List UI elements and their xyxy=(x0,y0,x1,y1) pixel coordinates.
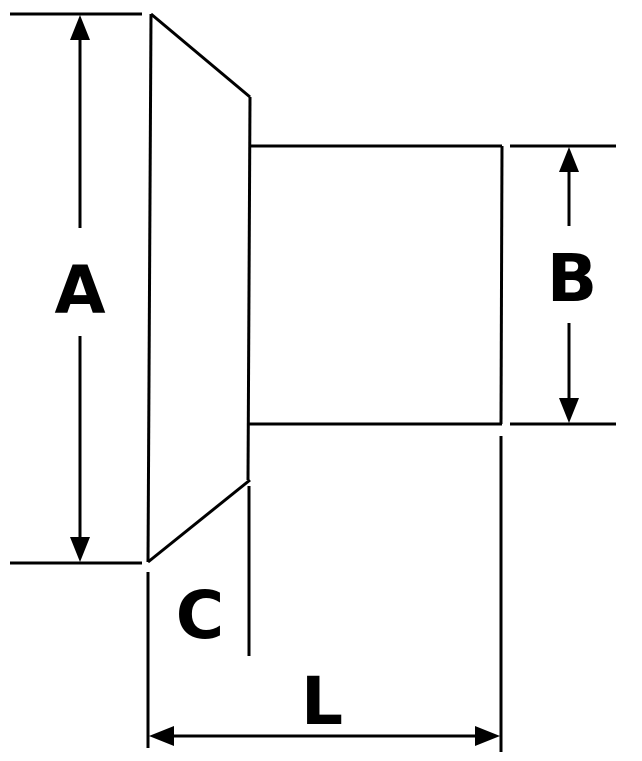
dimension-b-label: B xyxy=(547,240,597,317)
dimension-a: A xyxy=(10,12,142,565)
dimension-l: L xyxy=(146,436,503,752)
head-bottom-chamfer xyxy=(147,478,251,564)
dimension-a-arrow-up xyxy=(70,15,90,40)
dimension-l-label: L xyxy=(301,663,343,740)
rivet-shank xyxy=(249,144,504,426)
dimension-b-arrow-down xyxy=(559,398,579,423)
dimension-l-arrow-left xyxy=(149,726,174,746)
dimension-a-arrow-down xyxy=(70,537,90,562)
head-face-edge xyxy=(146,13,153,563)
head-top-chamfer xyxy=(150,12,251,99)
shank-end-edge xyxy=(499,145,504,425)
dimension-c-label: C xyxy=(176,577,224,654)
dimension-a-label: A xyxy=(54,252,105,329)
rivet-head xyxy=(146,12,252,564)
head-back-edge xyxy=(246,96,252,481)
dimension-c: C xyxy=(176,486,251,656)
dimension-b: B xyxy=(510,144,616,426)
dimension-b-arrow-up xyxy=(559,147,579,172)
dimension-l-arrow-right xyxy=(475,726,500,746)
